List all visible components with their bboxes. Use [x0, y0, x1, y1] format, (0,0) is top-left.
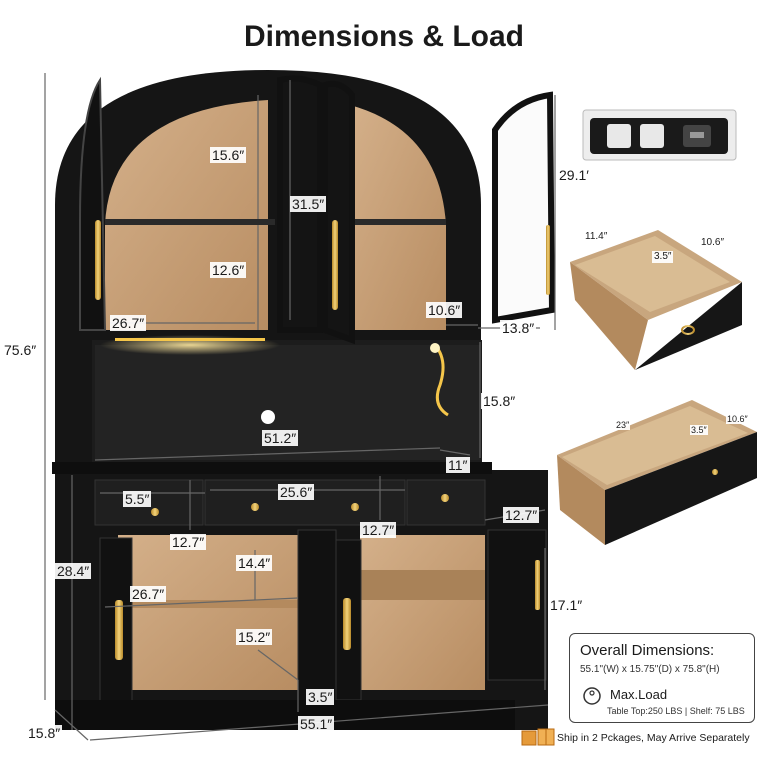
label-door-width: 13.8″	[500, 320, 537, 336]
dim-line-hutch-depth	[439, 449, 471, 456]
label-hutch-height: 15.8″	[481, 393, 518, 409]
overall-dimensions-box: Overall Dimensions: 55.1"(W) x 15.75"(D)…	[569, 633, 755, 723]
overall-heading: Overall Dimensions:	[580, 642, 715, 659]
upper-shelf-right	[350, 219, 446, 225]
upper-interior-right	[350, 105, 446, 330]
label-upper-width: 26.7″	[110, 315, 147, 331]
label-drawer-large-h: 3.5″	[690, 425, 708, 435]
label-drawer-small-d: 10.6″	[699, 237, 727, 249]
cable-hole	[261, 410, 275, 424]
dim-line-lower-width	[104, 597, 299, 608]
label-drawer-large-width: 25.6″	[278, 484, 315, 500]
label-drawer-large-d: 10.6″	[726, 414, 749, 424]
scale-icon	[583, 687, 601, 705]
label-lower-shelf-top: 14.4″	[236, 555, 273, 571]
power-outlet-inset	[582, 109, 737, 161]
lower-shelf-right	[360, 570, 485, 600]
page-title: Dimensions & Load	[243, 20, 525, 53]
drawer-inset-small	[570, 230, 742, 370]
dim-line-lower-shelf-bottom	[257, 649, 299, 681]
label-upper-shelf-bottom: 12.6″	[210, 262, 247, 278]
label-total-height: 75.6″	[2, 342, 39, 358]
label-upper-shelf-top: 15.6″	[210, 147, 247, 163]
cabinet	[52, 70, 556, 730]
label-upper-height: 29.1′	[557, 167, 591, 183]
label-lower-shelf-bottom: 15.2″	[236, 629, 273, 645]
box-icon	[521, 728, 555, 746]
label-lower-width: 26.7″	[130, 586, 167, 602]
dim-line-base-depth	[54, 709, 89, 741]
label-drawer-small-w: 11.4″	[583, 231, 610, 243]
label-drawer-height-left: 12.7″	[170, 534, 207, 550]
load-values: Table Top:250 LBS | Shelf: 75 LBS	[607, 706, 745, 716]
label-drawer-small-h: 3.5″	[652, 251, 674, 263]
upper-door-left	[79, 76, 107, 331]
label-upper-cabinet-height: 31.5″	[290, 196, 327, 212]
countertop	[52, 462, 492, 474]
label-lower-door-height: 17.1″	[548, 597, 585, 613]
lower-shelf-left	[118, 600, 298, 608]
dim-line-hutch-width	[94, 447, 441, 461]
lower-interior-right	[360, 535, 485, 690]
label-base-width: 55.1″	[298, 716, 335, 732]
overall-values: 55.1"(W) x 15.75"(D) x 75.8"(H)	[580, 664, 720, 675]
upper-door-right	[492, 91, 556, 324]
label-drawer-depth-right: 12.7″	[503, 507, 540, 523]
led-strip	[115, 338, 265, 341]
label-drawer-large-w: 23″	[615, 420, 631, 430]
upper-shelf-left	[105, 219, 275, 225]
drawer-right	[406, 479, 486, 526]
lower-door-mid-a	[297, 529, 337, 711]
load-heading: Max.Load	[610, 687, 668, 702]
label-lower-height: 28.4″	[55, 563, 92, 579]
label-drawer-height-right: 12.7″	[360, 522, 397, 538]
shipping-text: Ship in 2 Pckages, May Arrive Separately	[557, 732, 750, 744]
led-cord	[433, 344, 449, 417]
label-hutch-width: 51.2″	[262, 430, 299, 446]
upper-door-center-b	[322, 80, 355, 345]
label-lower-gap: 3.5″	[306, 689, 335, 705]
label-drawer-small-width: 5.5″	[123, 491, 152, 507]
label-upper-depth: 10.6″	[426, 302, 463, 318]
label-hutch-depth: 11″	[446, 457, 470, 473]
label-base-depth: 15.8″	[26, 725, 63, 741]
